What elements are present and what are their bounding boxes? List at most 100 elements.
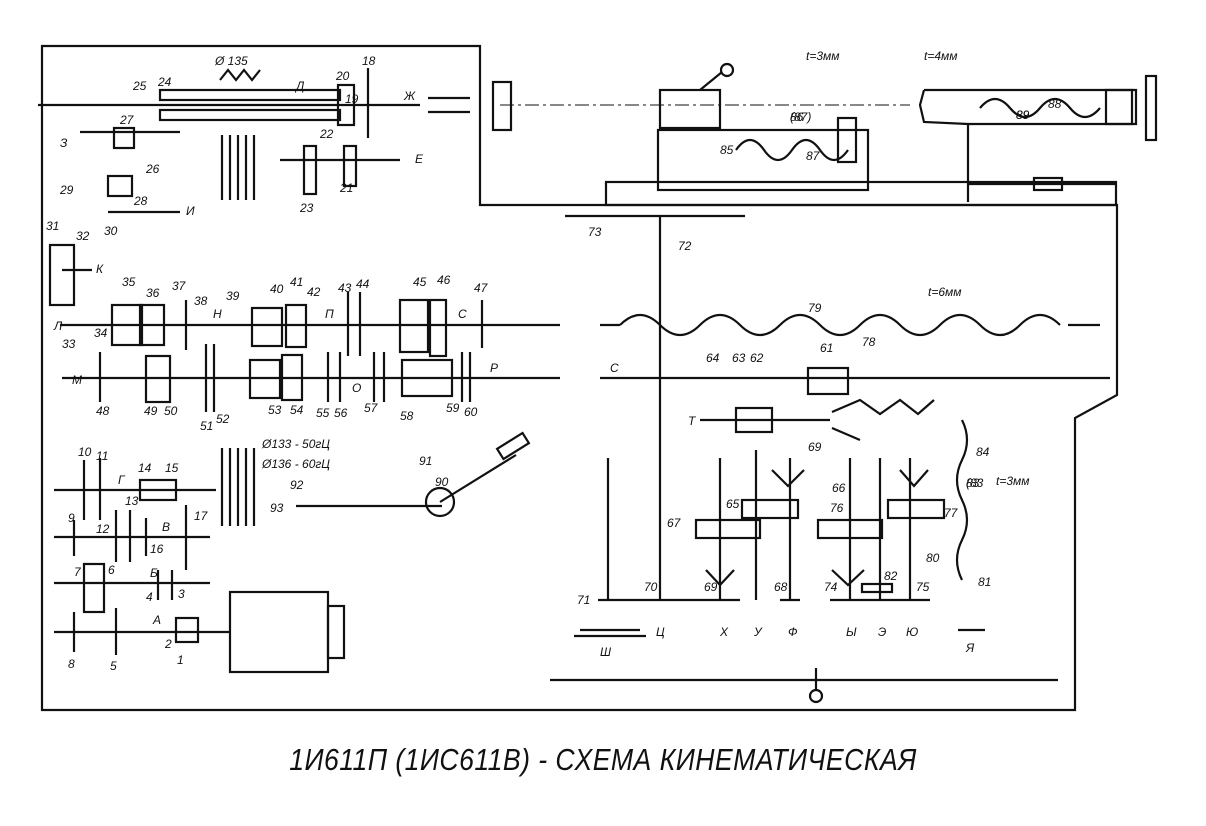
gear-number: 12 [96, 522, 110, 536]
gear-number: 66 [832, 481, 846, 495]
gear-number: 55 [316, 406, 330, 420]
gear-number: 59 [446, 401, 460, 415]
gear-number: 75 [916, 580, 930, 594]
shaft-label: К [96, 262, 104, 276]
gear-number: 79 [808, 301, 822, 315]
gear-number: 1 [177, 653, 184, 667]
shaft-label: Ю [906, 625, 918, 639]
gear-number: 8 [68, 657, 75, 671]
gear-number: 49 [144, 404, 158, 418]
gear-number: 76 [830, 501, 844, 515]
gear-number: 58 [400, 409, 414, 423]
gear-number: 47 [474, 281, 489, 295]
shaft-label: Л [53, 319, 63, 333]
gear-number: 93 [270, 501, 284, 515]
frame-and-shafts [38, 44, 1158, 712]
gear-number: 54 [290, 403, 304, 417]
gear-number: 34 [94, 326, 108, 340]
leadscrew [619, 313, 1061, 337]
gear-number: 9 [68, 511, 75, 525]
gear-number: 30 [104, 224, 118, 238]
gear-number: 29 [59, 183, 74, 197]
gear-number: 37 [172, 279, 187, 293]
pulley-diameter: Ø 135 [214, 54, 248, 68]
shaft-label: С [610, 361, 619, 375]
motor-pulley-60hz: Ø136 - 60гЦ [261, 457, 330, 471]
gear-number: 88 [1048, 97, 1062, 111]
shaft-label: Х [719, 625, 729, 639]
motor-pulley [220, 448, 256, 526]
cross-feed-screw [735, 138, 849, 162]
shaft-label: З [60, 136, 68, 150]
gear-number: 15 [165, 461, 179, 475]
lower-gears [72, 458, 200, 655]
gear-number: 50 [164, 404, 178, 418]
gear-number: 72 [678, 239, 692, 253]
tailstock-pitch: t=4мм [924, 49, 957, 63]
shaft-label: Н [213, 307, 222, 321]
gear-number: 21 [339, 181, 353, 195]
gear-number: 65 [726, 497, 740, 511]
shaft-label: В [162, 520, 170, 534]
gear-number: 44 [356, 277, 370, 291]
gear-number: 53 [268, 403, 282, 417]
hollow-shaft-d [158, 88, 342, 102]
gear-number: 64 [706, 351, 720, 365]
gear-number: 45 [413, 275, 427, 289]
shaft-label: Ы [846, 625, 857, 639]
gear-number: 81 [978, 575, 991, 589]
gearbox-blocks [98, 292, 484, 412]
shaft-label: М [72, 373, 82, 387]
gear-number: 77 [944, 506, 959, 520]
shaft-label: Е [415, 152, 424, 166]
gear-number: 89 [1016, 108, 1030, 122]
shaft-label: Ф [788, 625, 798, 639]
apron-shafts [606, 450, 912, 600]
gear-number: 24 [157, 75, 172, 89]
gear-number: 92 [290, 478, 304, 492]
gear-number: 46 [437, 273, 451, 287]
shaft-label: П [325, 307, 334, 321]
shaft-label: Р [490, 361, 498, 375]
spindle-pulley [219, 68, 261, 200]
motor-pulley-50hz: Ø133 - 50гЦ [261, 437, 330, 451]
gear-number: 70 [644, 580, 658, 594]
gear-number: 90 [435, 475, 449, 489]
gear-number: 67 [667, 516, 682, 530]
gear-number: 39 [226, 289, 240, 303]
gear-number: 87 [806, 149, 821, 163]
gear-number: 82 [884, 569, 898, 583]
gear-number: 5 [110, 659, 117, 673]
gear-number: 60 [464, 405, 478, 419]
gear-number: 52 [216, 412, 230, 426]
gear-number: 33 [62, 337, 76, 351]
tailstock [918, 88, 1138, 202]
shaft-label: Э [878, 625, 886, 639]
gear-number: 84 [976, 445, 990, 459]
shaft-label: А [152, 613, 161, 627]
gear-number: 85 [720, 143, 734, 157]
gear-number: 43 [338, 281, 352, 295]
gear-number: 86 [790, 110, 804, 124]
gear-number: 41 [290, 275, 303, 289]
gear-number: 36 [146, 286, 160, 300]
gear-number: 28 [133, 194, 148, 208]
shaft-label: У [753, 625, 763, 639]
shaft-label: Б [150, 566, 158, 580]
gear-number: 3 [178, 587, 185, 601]
gear-number: 18 [362, 54, 376, 68]
shaft-label: Ц [656, 625, 665, 639]
gear-number: 7 [74, 565, 82, 579]
diagram-title: 1И611П (1ИС611В) - СХЕМА КИНЕМАТИЧЕСКАЯ [289, 742, 917, 777]
gear-number: 32 [76, 229, 90, 243]
gear-number: 74 [824, 580, 838, 594]
gear-number: 20 [335, 69, 350, 83]
gear-number: 35 [122, 275, 136, 289]
frame-outline [40, 44, 1119, 712]
rack-84 [955, 419, 969, 581]
gear-number: 42 [307, 285, 321, 299]
gear-number: 63 [732, 351, 746, 365]
shaft-label: Д [294, 79, 305, 93]
